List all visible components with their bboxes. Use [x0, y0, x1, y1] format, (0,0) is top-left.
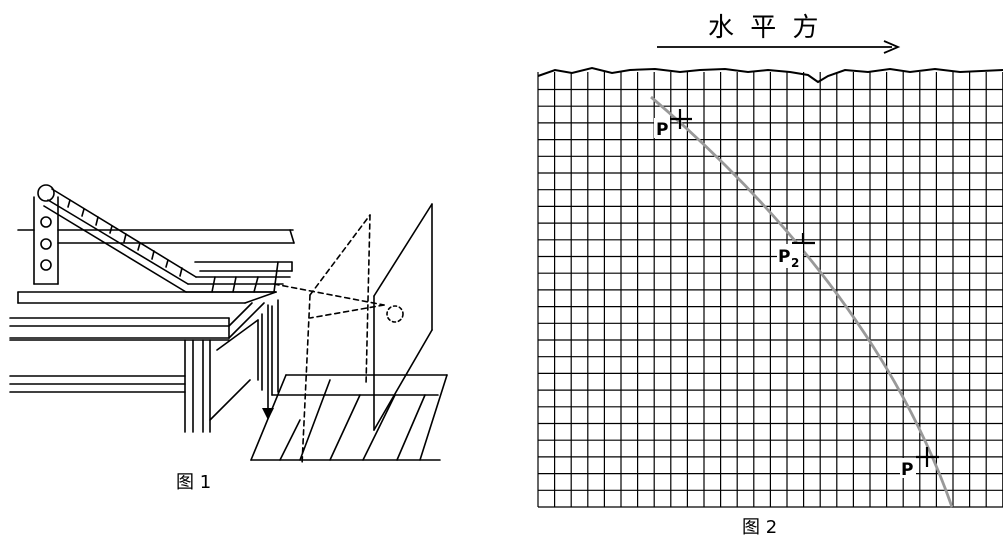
figure-2: 水 平 方 P P 2 P	[537, 13, 1003, 508]
table	[9, 291, 279, 433]
floor-grid	[250, 374, 448, 461]
post-hole-3	[40, 259, 52, 271]
projection-lines	[273, 214, 385, 466]
post-hole-1	[40, 216, 52, 228]
point-p3-label: P	[901, 460, 913, 480]
support-post	[33, 184, 59, 285]
point-p2-label: P	[778, 247, 790, 267]
point-p2-subscript: 2	[791, 256, 799, 270]
figure-2-caption: 图 2	[742, 517, 777, 538]
pulley-wheel	[37, 184, 55, 202]
direction-label: 水 平 方	[708, 13, 823, 43]
point-p1-label: P	[656, 120, 668, 140]
trajectory-curve	[650, 95, 954, 508]
inclined-track	[43, 188, 291, 293]
figure-1-apparatus	[9, 184, 448, 466]
grid-paper	[537, 72, 1003, 508]
torn-paper-edge	[537, 66, 1003, 84]
horizontal-arrow-head	[883, 40, 901, 54]
post-hole-2	[40, 238, 52, 250]
ball-mark	[386, 305, 404, 323]
upright-board	[373, 203, 433, 431]
figure-1-caption: 图 1	[176, 472, 211, 493]
point-marks	[670, 109, 939, 467]
